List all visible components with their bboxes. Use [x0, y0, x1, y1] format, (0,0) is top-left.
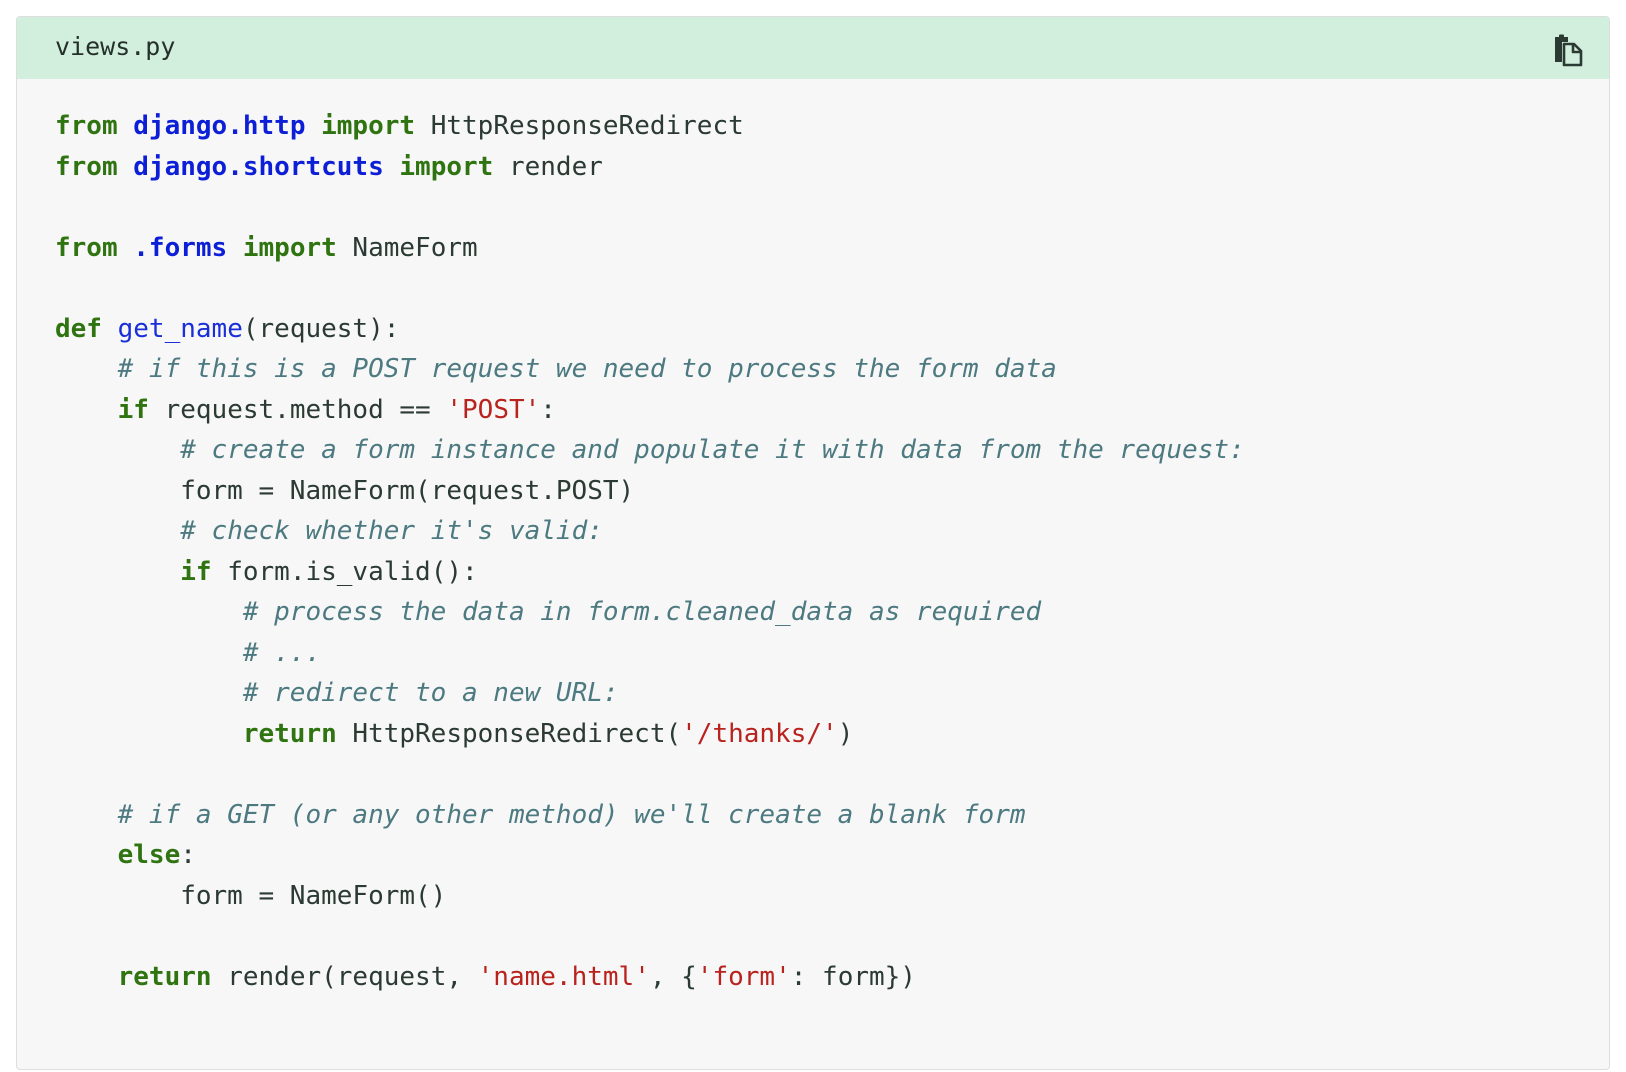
code-text [305, 111, 321, 141]
code-text [118, 233, 134, 263]
code-text [227, 233, 243, 263]
code-comment: # create a form instance and populate it… [180, 435, 1245, 465]
code-block: views.py from django.http import HttpRes… [16, 16, 1610, 1070]
code-line: from .forms import NameForm [55, 228, 1245, 269]
code-keyword: return [242, 718, 337, 749]
code-keyword: import [399, 151, 494, 182]
code-comment: # if this is a POST request we need to p… [117, 354, 1057, 384]
code-line: form = NameForm(request.POST) [55, 471, 1245, 512]
code-string: 'POST' [446, 394, 541, 425]
code-line [55, 268, 1245, 309]
code-text: : [540, 394, 556, 425]
code-keyword: from [55, 151, 118, 182]
code-text [55, 800, 118, 830]
code-text: HttpResponseRedirect [415, 111, 744, 141]
code-text [55, 638, 243, 668]
code-text [55, 557, 180, 587]
code-line: # redirect to a new URL: [55, 673, 1245, 714]
code-line: return HttpResponseRedirect('/thanks/') [55, 714, 1245, 755]
code-text: render [493, 151, 603, 182]
code-text: form = NameForm(request.POST) [55, 475, 635, 506]
code-line: # if this is a POST request we need to p… [55, 349, 1245, 390]
code-keyword: if [117, 394, 149, 425]
code-text [55, 516, 180, 546]
code-text: : [180, 840, 196, 870]
code-text: render(request, [211, 961, 478, 992]
code-text [55, 678, 243, 708]
code-body: from django.http import HttpResponseRedi… [55, 106, 1245, 997]
code-text: form = NameForm() [55, 880, 447, 911]
copy-clipboard-icon [1551, 33, 1585, 67]
code-text [384, 152, 400, 182]
code-line: def get_name(request): [55, 309, 1245, 350]
copy-button[interactable] [1551, 33, 1585, 67]
code-text: form.is_valid(): [211, 556, 478, 587]
code-keyword: else [117, 840, 181, 870]
code-line: return render(request, 'name.html', {'fo… [55, 957, 1245, 998]
code-text [118, 152, 134, 182]
code-text [55, 597, 243, 627]
code-text: : form}) [790, 961, 916, 992]
code-header: views.py [17, 17, 1609, 79]
code-keyword: if [180, 556, 212, 587]
code-line: if request.method == 'POST': [55, 390, 1245, 431]
code-text [55, 962, 118, 992]
code-line: # check whether it's valid: [55, 511, 1245, 552]
code-line: if form.is_valid(): [55, 552, 1245, 593]
file-name: views.py [55, 32, 176, 61]
code-text: , { [649, 961, 697, 992]
code-line: form = NameForm() [55, 876, 1245, 917]
code-comment: # check whether it's valid: [180, 516, 603, 546]
code-comment: # ... [242, 637, 322, 668]
code-keyword: from [55, 232, 118, 263]
code-function-name: get_name [117, 313, 243, 344]
code-text [55, 435, 180, 465]
code-line [55, 916, 1245, 957]
code-line: # create a form instance and populate it… [55, 430, 1245, 471]
code-line: from django.shortcuts import render [55, 147, 1245, 188]
code-string: 'form' [696, 961, 791, 992]
code-comment: # process the data in form.cleaned_data … [242, 597, 1042, 627]
code-text [55, 395, 118, 425]
code-keyword: import [242, 232, 337, 263]
code-text [55, 719, 243, 749]
code-line: # ... [55, 633, 1245, 674]
code-line: from django.http import HttpResponseRedi… [55, 106, 1245, 147]
code-text: HttpResponseRedirect( [336, 718, 682, 749]
code-keyword: return [117, 961, 212, 992]
code-text: NameForm [336, 232, 478, 263]
code-line: else: [55, 835, 1245, 876]
code-line: # if a GET (or any other method) we'll c… [55, 795, 1245, 836]
code-text [55, 840, 118, 870]
code-comment: # redirect to a new URL: [242, 678, 619, 708]
code-text: ) [837, 718, 854, 749]
code-keyword: from [55, 111, 118, 141]
code-text [118, 111, 134, 141]
code-text [102, 314, 118, 344]
code-string: 'name.html' [477, 961, 650, 992]
code-keyword: import [321, 111, 416, 141]
code-line: # process the data in form.cleaned_data … [55, 592, 1245, 633]
code-keyword: def [55, 313, 102, 344]
code-line [55, 187, 1245, 228]
code-line [55, 754, 1245, 795]
code-comment: # if a GET (or any other method) we'll c… [117, 799, 1026, 830]
code-text: request.method == [148, 394, 447, 425]
code-module-name: .forms [133, 232, 228, 263]
code-module-name: django.shortcuts [133, 151, 384, 182]
code-text: (request): [242, 313, 400, 344]
code-text [55, 354, 118, 384]
code-module-name: django.http [133, 111, 306, 141]
code-string: '/thanks/' [681, 718, 838, 749]
